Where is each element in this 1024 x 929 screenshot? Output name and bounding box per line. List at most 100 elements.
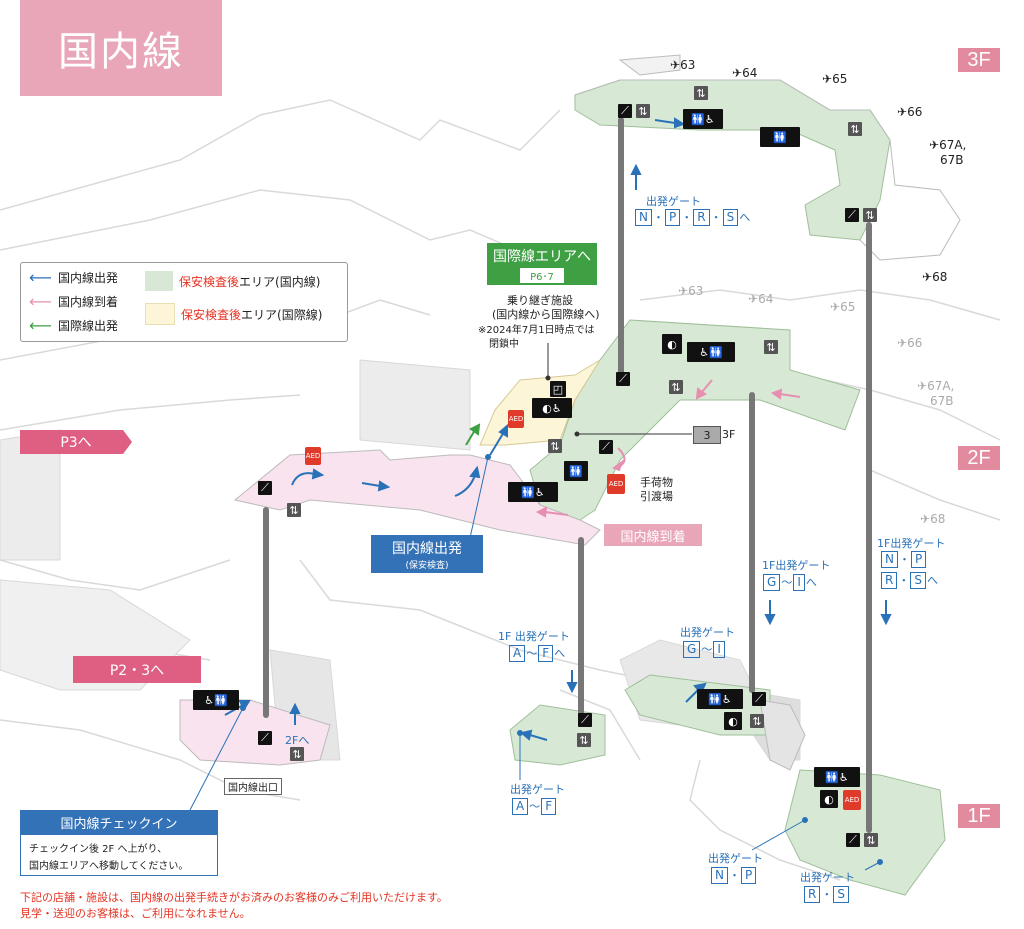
legend-area-international-prefix: 保安検査後	[181, 307, 242, 322]
aed-icon: AED	[843, 790, 861, 810]
departure-arrow-icon: ⟵	[29, 267, 52, 287]
floor-badge-1f: 1F	[958, 804, 1000, 828]
airplane-icon: ✈	[922, 270, 933, 284]
baggage-claim-line2: 引渡場	[640, 490, 673, 503]
legend-area-domestic-suffix: エリア(国内線)	[239, 274, 321, 289]
nursing-room-icon: ◐	[724, 712, 742, 730]
dep-gate-label-np-1f: 出発ゲート	[708, 852, 763, 865]
transfer-facility-title: 乗り継ぎ施設	[507, 294, 573, 307]
domestic-departure-sub: (保安検査)	[405, 560, 449, 571]
closed-note-line1: ※2024年7月1日時点では	[478, 325, 595, 336]
gate-65-2f: ✈65	[830, 300, 856, 314]
dep-gate-label-af-1f: 出発ゲート	[510, 783, 565, 796]
blue-leader-lines	[189, 454, 883, 871]
elevator-icon: ⇅	[848, 122, 862, 136]
toilet-icon: 🚻♿	[683, 109, 723, 129]
elevator-icon: ⇅	[636, 104, 650, 118]
gate-64-2f: ✈64	[748, 292, 774, 306]
legend-international-departure: 国際線出発	[57, 319, 118, 333]
escalator-icon: ⟋	[845, 208, 859, 222]
nursing-room-icon: ◐	[662, 334, 682, 354]
to-3f-marker: 3	[693, 426, 721, 444]
international-arrow-icon: ⟵	[29, 315, 52, 335]
escalator-icon: ⟋	[258, 481, 272, 495]
link-to-p3[interactable]: P3へ	[20, 430, 132, 454]
elevator-icon: ⇅	[864, 833, 878, 847]
aed-icon: AED	[607, 474, 625, 494]
escalator-icon: ⟋	[752, 692, 766, 706]
dep-gate-label-3f: 出発ゲート	[646, 195, 701, 208]
vertical-connectors	[263, 117, 872, 833]
airplane-icon: ✈	[917, 379, 928, 393]
dep-gates-np-1f: N・P	[710, 867, 757, 884]
toilet-icon: 🚻♿	[508, 482, 558, 502]
notice-line1: 下記の店舗・施設は、国内線の出発手続きがお済みのお客様のみご利用いただけます。	[20, 891, 448, 904]
international-flow-arrow	[465, 423, 481, 446]
escalator-icon: ⟋	[578, 713, 592, 727]
airplane-icon: ✈	[678, 284, 689, 298]
escalator-icon: ⟋	[599, 440, 613, 454]
one-f-dep-gate-label-af: 1F 出発ゲート	[498, 630, 570, 643]
international-area-link[interactable]: 国際線エリアへ P6･7	[487, 243, 597, 285]
domestic-arrival-box: 国内線到着	[604, 524, 702, 546]
airplane-icon: ✈	[670, 58, 681, 72]
elevator-icon: ⇅	[694, 86, 708, 100]
toilet-icon: 🚻	[760, 127, 800, 147]
checkin-line2: 国内線エリアへ移動してください。	[29, 861, 189, 872]
link-to-p2-3[interactable]: P2・3へ	[73, 656, 201, 683]
toilet-icon: 🚻♿	[697, 689, 743, 709]
checkin-line1: チェックイン後 2F へ上がり、	[29, 844, 168, 855]
airplane-icon: ✈	[748, 292, 759, 306]
transfer-facility-subtitle: (国内線から国際線へ)	[492, 308, 600, 321]
airplane-icon: ✈	[929, 138, 940, 152]
gate-67b-3f: 67B	[940, 153, 964, 167]
domestic-exit-label: 国内線出口	[224, 778, 282, 795]
aed-icon: AED	[305, 447, 321, 465]
arrival-flow-arrows	[535, 379, 801, 518]
escalator-icon: ⟋	[846, 833, 860, 847]
gate-68-2f: ✈68	[920, 512, 946, 526]
gate-65-3f: ✈65	[822, 72, 848, 86]
smoking-room-icon: ◰	[550, 381, 566, 397]
escalator-icon: ⟋	[258, 731, 272, 745]
arrival-arrow-icon: ⟵	[29, 291, 52, 311]
airplane-icon: ✈	[897, 336, 908, 350]
gate-63-2f: ✈63	[678, 284, 704, 298]
notice-line2: 見学・送迎のお客様は、ご利用になれません。	[20, 907, 251, 920]
floor-3f-concourse	[574, 54, 961, 261]
toilet-icon: 🚻	[564, 461, 588, 481]
escalator-icon: ⟋	[616, 372, 630, 386]
elevator-icon: ⇅	[750, 714, 764, 728]
legend-domestic-arrival: 国内線到着	[57, 295, 118, 309]
domestic-area-swatch	[145, 271, 173, 291]
gate-67b-2f: 67B	[930, 394, 954, 408]
gate-67a-3f: ✈67A,	[929, 138, 967, 152]
departure-flow-arrows	[224, 117, 892, 741]
nursing-room-icon: ◐	[820, 790, 838, 808]
elevator-icon: ⇅	[290, 747, 304, 761]
toilet-icon: 🚻♿	[814, 767, 860, 787]
domestic-checkin-body: チェックイン後 2F へ上がり、 国内線エリアへ移動してください。	[20, 834, 218, 876]
airplane-icon: ✈	[920, 512, 931, 526]
legend-area-international-suffix: エリア(国際線)	[241, 307, 323, 322]
to-3f-label: 3F	[722, 428, 736, 441]
floor-badge-2f: 2F	[958, 446, 1000, 470]
international-area-page: P6･7	[520, 267, 564, 283]
one-f-gates-np: N・P	[880, 551, 927, 568]
elevator-icon: ⇅	[863, 208, 877, 222]
domestic-departure-label: 国内線出発	[392, 540, 462, 557]
leader-lines	[545, 343, 692, 437]
baggage-claim-line1: 手荷物	[640, 476, 673, 489]
airplane-icon: ✈	[897, 105, 908, 119]
domestic-departure-security-box: 国内線出発 (保安検査)	[371, 535, 483, 573]
legend-domestic-departure: 国内線出発	[57, 271, 118, 285]
dep-gates-rs-1f: R・S	[803, 886, 850, 903]
nursing-room-icon: ◐♿	[532, 398, 572, 418]
dep-gate-label-gi-1f: 出発ゲート	[680, 626, 735, 639]
dep-gates-af-1f: A〜F	[511, 798, 557, 815]
aed-icon: AED	[508, 410, 524, 428]
toilet-icon: ♿🚻	[687, 342, 735, 362]
